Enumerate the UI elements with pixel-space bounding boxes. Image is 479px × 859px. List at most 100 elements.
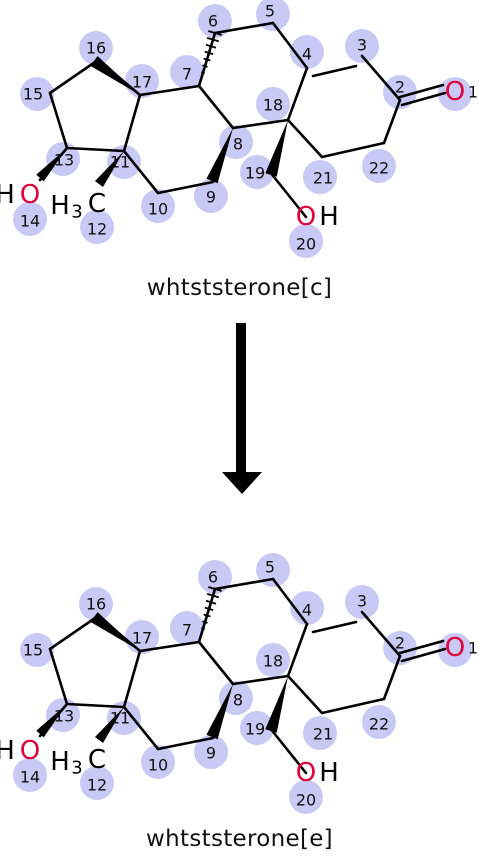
atom-number: 2 bbox=[395, 78, 405, 97]
atom-number: 18 bbox=[263, 96, 283, 115]
atom-highlight bbox=[289, 224, 323, 258]
atom-highlight bbox=[438, 633, 472, 667]
bond bbox=[122, 705, 160, 751]
atom-number: 16 bbox=[86, 39, 106, 58]
atom-highlight bbox=[79, 587, 113, 621]
methyl-carbon: C bbox=[88, 745, 106, 775]
atom-highlight bbox=[303, 160, 337, 194]
atom-highlight bbox=[13, 758, 47, 792]
atom-number: 19 bbox=[245, 164, 265, 183]
bond bbox=[286, 118, 324, 159]
atom-number: 9 bbox=[206, 744, 216, 763]
arrow-head bbox=[222, 472, 262, 494]
atom-number: 6 bbox=[208, 12, 218, 31]
atom-highlight bbox=[46, 698, 80, 732]
atom-number: 8 bbox=[233, 135, 243, 154]
bond bbox=[286, 66, 309, 122]
atom-number: 1 bbox=[468, 639, 478, 658]
reactant-name: whtststerone[c] bbox=[146, 275, 333, 301]
bond bbox=[271, 577, 309, 626]
atom-highlight bbox=[194, 179, 228, 213]
bond bbox=[122, 149, 160, 195]
bond bbox=[48, 91, 69, 150]
ketone-oxygen: O bbox=[445, 633, 465, 663]
bond bbox=[382, 98, 402, 145]
atom-number: 11 bbox=[110, 153, 130, 172]
atom-number: 3 bbox=[357, 36, 367, 55]
methyl-hydrogen: H bbox=[50, 747, 70, 777]
atom-highlight bbox=[46, 142, 80, 176]
atom-highlight bbox=[256, 87, 290, 121]
bond bbox=[197, 640, 235, 686]
atom-highlight bbox=[13, 202, 47, 236]
atom-number: 12 bbox=[87, 220, 107, 239]
atom-highlight bbox=[170, 611, 204, 645]
wedge-bond bbox=[36, 704, 67, 738]
product-name: whtststerone[e] bbox=[146, 826, 333, 852]
bond bbox=[382, 654, 402, 701]
atom-number: 22 bbox=[369, 159, 389, 178]
atom-number: 6 bbox=[208, 568, 218, 587]
atom-number: 19 bbox=[245, 720, 265, 739]
bond bbox=[197, 84, 235, 130]
bond bbox=[231, 118, 290, 130]
atom-number: 2 bbox=[395, 634, 405, 653]
bond bbox=[213, 21, 275, 35]
methyl-carbon: C bbox=[88, 189, 106, 219]
bond bbox=[400, 91, 447, 107]
bond bbox=[320, 697, 386, 715]
methyl-subscript: 3 bbox=[71, 202, 82, 223]
bond bbox=[122, 93, 142, 153]
atom-number: 1 bbox=[468, 83, 478, 102]
bonds bbox=[38, 21, 447, 219]
atom-number: 18 bbox=[263, 652, 283, 671]
bond bbox=[213, 577, 275, 591]
bond bbox=[268, 170, 308, 219]
atom-number: 8 bbox=[233, 691, 243, 710]
wedge-bond bbox=[265, 676, 288, 733]
atom-number: 22 bbox=[369, 715, 389, 734]
atom-highlight bbox=[240, 155, 274, 189]
atom-highlights bbox=[13, 553, 472, 814]
atom-number: 15 bbox=[23, 85, 43, 104]
atom-number: 12 bbox=[87, 776, 107, 795]
atom-highlight bbox=[256, 643, 290, 677]
atom-highlight bbox=[362, 705, 396, 739]
atom-highlight bbox=[383, 631, 417, 665]
atom-number: 10 bbox=[148, 200, 168, 219]
atom-highlight bbox=[345, 585, 379, 619]
atom-number: 7 bbox=[182, 621, 192, 640]
atom-number: 5 bbox=[265, 2, 275, 21]
arrow-shaft bbox=[236, 323, 246, 473]
wedge-bond bbox=[36, 148, 67, 182]
atom-highlight bbox=[141, 745, 175, 779]
atom-number: 3 bbox=[357, 592, 367, 611]
bond bbox=[400, 647, 447, 663]
bond bbox=[48, 614, 100, 651]
bond bbox=[156, 180, 215, 195]
atom-number: 15 bbox=[23, 641, 43, 660]
bond bbox=[65, 146, 126, 153]
hydroxyl-oxygen: O bbox=[20, 180, 40, 210]
atom-highlight bbox=[290, 591, 324, 625]
atom-number: 13 bbox=[54, 151, 74, 170]
bond bbox=[360, 610, 402, 658]
ketone-oxygen: O bbox=[445, 77, 465, 107]
wedge-bond bbox=[90, 612, 140, 651]
bond bbox=[286, 674, 324, 715]
atom-number: 16 bbox=[86, 595, 106, 614]
atom-highlight bbox=[362, 149, 396, 183]
atom-number: 21 bbox=[313, 169, 333, 188]
atom-highlight bbox=[80, 210, 114, 244]
atom-highlight bbox=[289, 780, 323, 814]
atom-number: 21 bbox=[313, 725, 333, 744]
methyl-subscript: 3 bbox=[71, 758, 82, 779]
atom-highlight bbox=[107, 145, 141, 179]
atom-highlight bbox=[345, 29, 379, 63]
bond bbox=[122, 649, 142, 709]
atom-highlight bbox=[141, 189, 175, 223]
